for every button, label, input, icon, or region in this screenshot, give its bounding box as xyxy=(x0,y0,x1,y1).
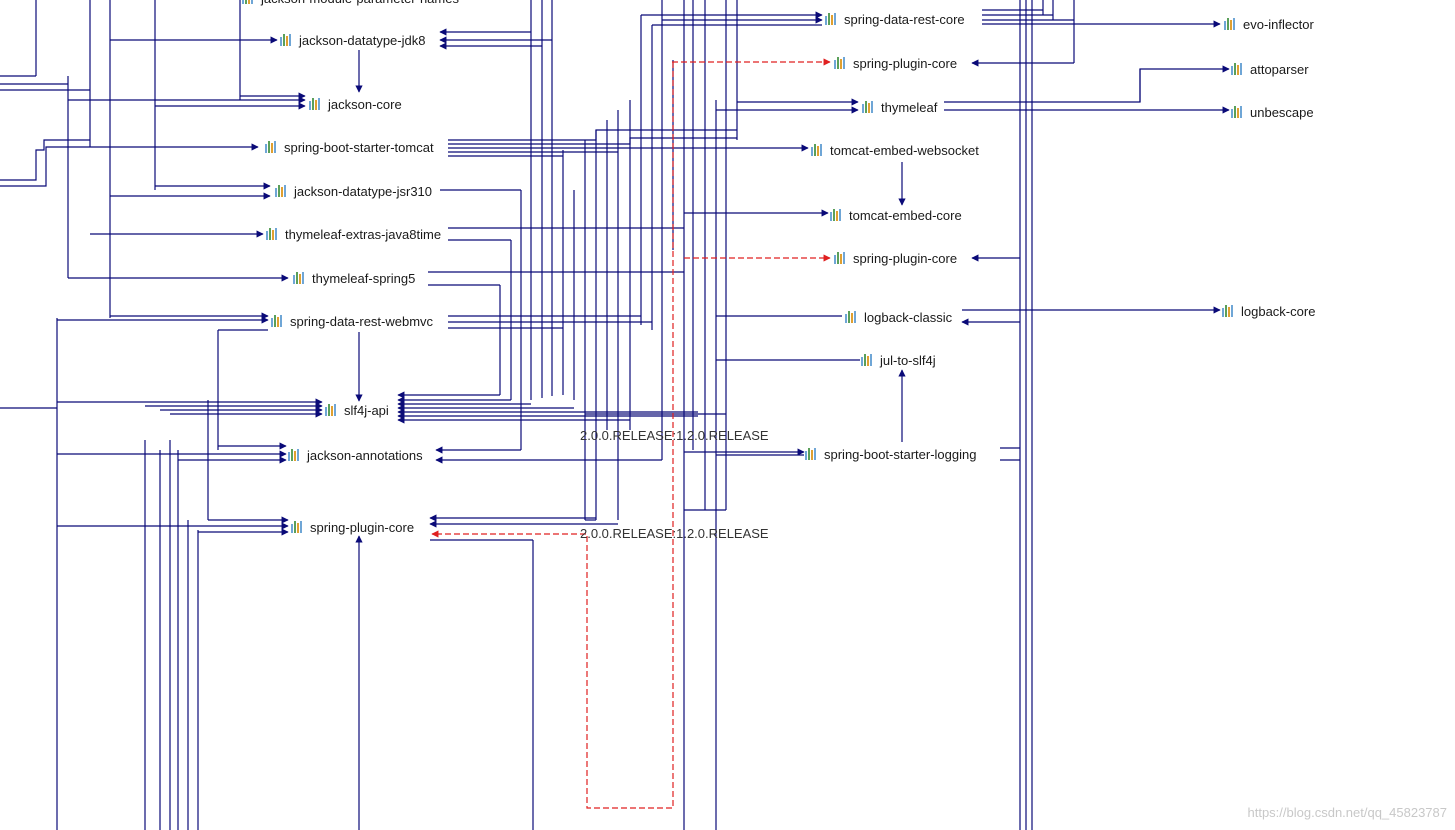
dependency-node[interactable]: logback-classic xyxy=(845,308,952,326)
dependency-node[interactable]: spring-data-rest-webmvc xyxy=(271,312,433,330)
maven-artifact-icon xyxy=(280,34,294,46)
node-label: spring-plugin-core xyxy=(853,250,958,266)
maven-artifact-icon xyxy=(845,311,859,323)
maven-artifact-icon xyxy=(293,272,307,284)
version-conflict-label: 2.0.0.RELEASE:1.2.0.RELEASE xyxy=(580,428,769,443)
node-label: spring-data-rest-webmvc xyxy=(290,313,434,329)
dependency-node[interactable]: spring-plugin-core xyxy=(291,518,414,536)
dependency-node[interactable]: logback-core xyxy=(1222,302,1315,320)
node-label: jackson-module-parameter-names xyxy=(261,0,459,6)
maven-artifact-icon xyxy=(275,185,289,197)
maven-artifact-icon xyxy=(266,228,280,240)
node-label: spring-plugin-core xyxy=(310,519,415,535)
node-label: jul-to-slf4j xyxy=(880,352,936,368)
maven-artifact-icon xyxy=(242,0,256,4)
conflict-edges xyxy=(431,58,831,809)
dependency-node[interactable]: spring-boot-starter-logging xyxy=(805,445,976,463)
horizontal-edges xyxy=(0,9,1230,830)
maven-artifact-icon xyxy=(1231,63,1245,75)
node-label: attoparser xyxy=(1250,61,1309,77)
dependency-node[interactable]: slf4j-api xyxy=(325,401,389,419)
dependency-node[interactable]: evo-inflector xyxy=(1224,15,1314,33)
dependency-node[interactable]: unbescape xyxy=(1231,103,1314,121)
dependency-node[interactable]: tomcat-embed-websocket xyxy=(811,141,979,159)
node-label: spring-plugin-core xyxy=(853,55,958,71)
node-label: slf4j-api xyxy=(344,402,389,418)
node-label: tomcat-embed-websocket xyxy=(830,142,979,158)
maven-artifact-icon xyxy=(309,98,323,110)
dependency-node[interactable]: thymeleaf xyxy=(862,98,937,116)
dependency-node[interactable]: jackson-datatype-jsr310 xyxy=(275,182,432,200)
maven-artifact-icon xyxy=(811,144,825,156)
dependency-node[interactable]: jackson-annotations xyxy=(288,446,423,464)
vertical-bus-lines xyxy=(35,0,1141,830)
node-label: spring-data-rest-core xyxy=(844,11,965,27)
node-label: spring-boot-starter-logging xyxy=(824,446,977,462)
dependency-node[interactable]: attoparser xyxy=(1231,60,1309,78)
dependency-node[interactable]: jackson-datatype-jdk8 xyxy=(280,31,425,49)
maven-artifact-icon xyxy=(288,449,302,461)
version-conflict-label: 2.0.0.RELEASE:1.2.0.RELEASE xyxy=(580,526,769,541)
node-label: thymeleaf-spring5 xyxy=(312,270,416,286)
watermark: https://blog.csdn.net/qq_45823787 xyxy=(1247,805,1448,820)
node-label: jackson-core xyxy=(328,96,402,112)
node-label: tomcat-embed-core xyxy=(849,207,962,223)
node-label: evo-inflector xyxy=(1243,16,1314,32)
node-label: thymeleaf xyxy=(881,99,938,115)
node-label: logback-classic xyxy=(864,309,953,325)
maven-artifact-icon xyxy=(291,521,305,533)
node-label: jackson-datatype-jdk8 xyxy=(299,32,426,48)
dependency-node[interactable]: tomcat-embed-core xyxy=(830,206,962,224)
node-label: logback-core xyxy=(1241,303,1316,319)
maven-artifact-icon xyxy=(1224,18,1238,30)
maven-artifact-icon xyxy=(861,354,875,366)
dependency-node[interactable]: spring-boot-starter-tomcat xyxy=(265,138,434,156)
maven-artifact-icon xyxy=(271,315,285,327)
dependency-node[interactable]: thymeleaf-spring5 xyxy=(293,269,415,287)
maven-artifact-icon xyxy=(265,141,279,153)
dependency-node[interactable]: spring-data-rest-core xyxy=(825,10,965,28)
dependency-node[interactable]: thymeleaf-extras-java8time xyxy=(266,225,441,243)
maven-artifact-icon xyxy=(825,13,839,25)
maven-artifact-icon xyxy=(834,57,848,69)
maven-artifact-icon xyxy=(325,404,339,416)
node-label: jackson-annotations xyxy=(307,447,423,463)
dependency-node[interactable]: jackson-module-parameter-names xyxy=(242,0,459,7)
maven-artifact-icon xyxy=(1222,305,1236,317)
maven-artifact-icon xyxy=(1231,106,1245,118)
maven-artifact-icon xyxy=(805,448,819,460)
maven-artifact-icon xyxy=(834,252,848,264)
dependency-node[interactable]: spring-plugin-core xyxy=(834,249,957,267)
node-label: unbescape xyxy=(1250,104,1314,120)
dependency-node[interactable]: jackson-core xyxy=(309,95,402,113)
dependency-node[interactable]: spring-plugin-core xyxy=(834,54,957,72)
dependency-node[interactable]: jul-to-slf4j xyxy=(861,351,936,369)
node-label: jackson-datatype-jsr310 xyxy=(294,183,433,199)
node-label: thymeleaf-extras-java8time xyxy=(285,226,442,242)
maven-artifact-icon xyxy=(862,101,876,113)
node-label: spring-boot-starter-tomcat xyxy=(284,139,434,155)
maven-artifact-icon xyxy=(830,209,844,221)
